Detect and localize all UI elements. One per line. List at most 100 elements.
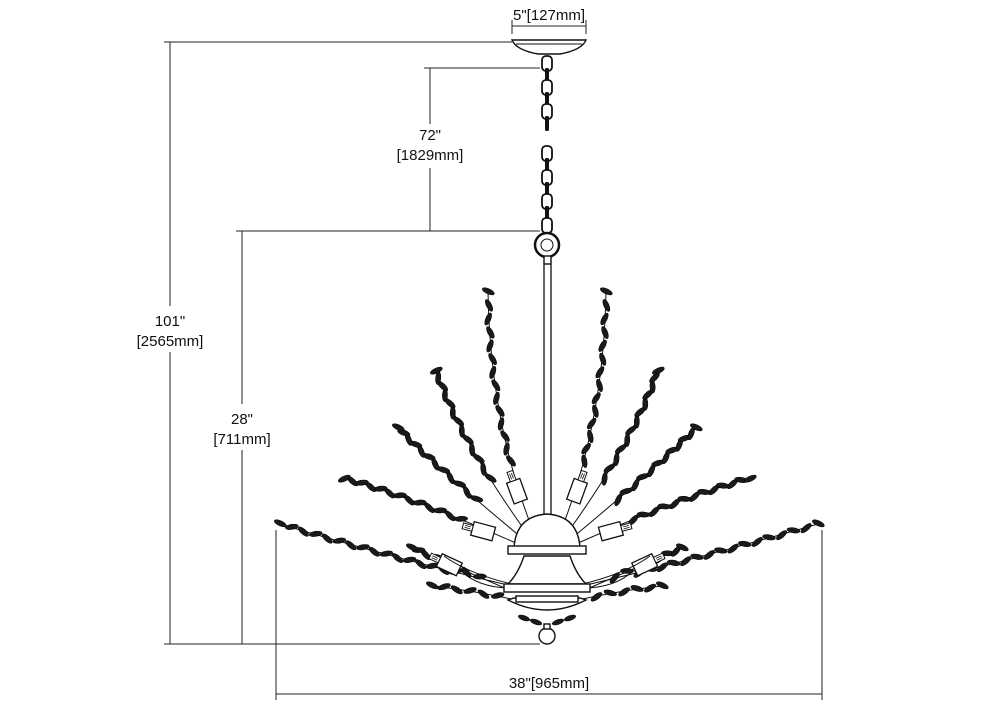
crystal-drop [581, 454, 588, 468]
candle-socket [597, 520, 633, 542]
crystal-drop [321, 533, 333, 544]
fixture-height-inches: 28" [231, 411, 253, 428]
crystal-drop [458, 424, 465, 438]
chain-link [541, 217, 553, 234]
crystal-drop [592, 404, 599, 418]
crystal-drop [598, 339, 607, 352]
crystal-drop [600, 287, 613, 296]
crystal-drop [619, 487, 633, 495]
crystal-drop [596, 378, 603, 392]
crystal-drop [402, 556, 417, 563]
crystal-drop [356, 544, 370, 551]
candle-socket [565, 469, 589, 505]
crystal-drop [506, 455, 516, 467]
hanging-loop [533, 231, 561, 265]
crystal-drop [338, 474, 351, 483]
crystal-drop [309, 530, 323, 537]
crystal-drop [470, 495, 484, 503]
upper-dome [507, 513, 587, 555]
crystal-drop [676, 543, 689, 552]
bottom-finial [538, 623, 556, 645]
crystal-drop [345, 540, 357, 551]
crystal-drop [624, 433, 631, 447]
fixture-width-label: 38"[965mm] [509, 675, 589, 692]
crystal-drop [618, 587, 630, 597]
crystal-drop [485, 299, 493, 312]
crystal-drop [497, 417, 505, 431]
canopy-width-label: 5"[127mm] [513, 7, 585, 24]
crystal-drop [762, 534, 776, 541]
chain-lower [541, 145, 553, 234]
crystal-drop [530, 618, 542, 626]
crystal-drop [644, 583, 656, 593]
crystal-drop [518, 614, 530, 622]
candle-socket [428, 552, 464, 577]
crystal-drop [600, 312, 609, 326]
crystal-drop [493, 391, 500, 405]
crystal-drop [812, 519, 825, 528]
crystal-drop [800, 523, 812, 534]
crystal-drop [590, 592, 603, 602]
crystal-drop [667, 559, 681, 566]
crystal-drop [488, 353, 497, 366]
crystal-drop [552, 618, 564, 626]
overall-height-dimension: 101" [2565mm] [120, 41, 540, 645]
crystal-drop [454, 515, 468, 522]
crystal-drop [690, 553, 704, 560]
crystal-drop [564, 614, 576, 622]
crystal-drop [489, 365, 497, 379]
crystal-drop [601, 472, 608, 486]
crystal-drop [484, 312, 492, 326]
crystal-drop [486, 339, 494, 353]
crystal-drop [714, 547, 728, 554]
crystal-drop [614, 493, 623, 507]
crystal-drop [463, 587, 477, 594]
crystal-drop [587, 417, 597, 430]
crystal-drop [486, 326, 495, 339]
crystal-drop [491, 379, 501, 392]
crystal-drop [298, 526, 309, 537]
crystal-drop [274, 519, 287, 528]
crystal-drop [786, 527, 801, 534]
crystal-drop [601, 326, 609, 339]
crystal-drop [285, 523, 299, 530]
crystal-drop [452, 480, 466, 488]
crystal-drop [703, 550, 715, 560]
crystal-drop [426, 581, 439, 590]
crystal-drop [392, 423, 405, 432]
candle-socket [505, 469, 529, 505]
overall-height-mm: [2565mm] [137, 333, 204, 350]
chain-length-label-bg [382, 124, 478, 168]
crystal-drop [430, 366, 443, 375]
crystal-drop [652, 366, 665, 375]
branch-arm [435, 369, 527, 533]
crystal-drop [503, 442, 510, 456]
crystal-drop [477, 589, 490, 599]
chain-length-inches: 72" [419, 127, 441, 144]
crystal-drop [392, 553, 404, 563]
candle-sockets [428, 469, 666, 577]
chain-length-mm: [1829mm] [397, 147, 464, 164]
crystal-drop [437, 583, 451, 591]
crystal-drop [603, 589, 617, 597]
crystal-drop [690, 423, 703, 432]
crystal-drop [744, 474, 757, 483]
chain-length-dimension: 72" [1829mm] [382, 67, 540, 231]
fixture-width-label-bg [490, 674, 610, 692]
chain-upper [541, 55, 553, 131]
middle-body [503, 555, 591, 593]
crystal-drop [379, 550, 393, 557]
crystal-drop [368, 546, 380, 557]
crystal-drop [613, 452, 620, 466]
crystal-drop [491, 592, 505, 599]
crystal-drop [500, 430, 510, 442]
center-stem [543, 264, 552, 520]
crystal-drop [450, 585, 463, 595]
crystal-drop [482, 287, 495, 296]
candle-socket [630, 552, 666, 577]
chain-link [545, 116, 549, 131]
crystal-drop [599, 352, 607, 366]
crystal-drop [680, 556, 692, 567]
